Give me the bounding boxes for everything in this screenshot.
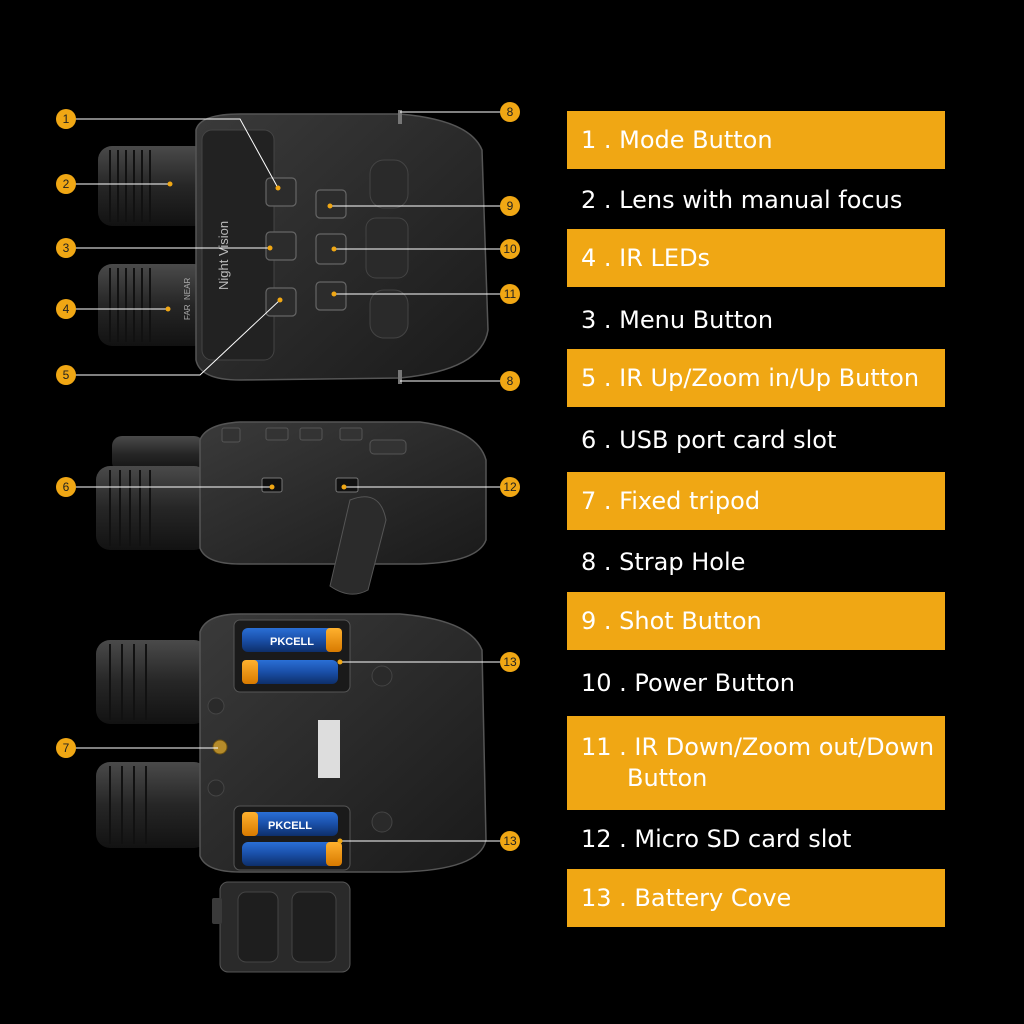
legend-item-mode-button: 1 . Mode Button — [567, 111, 945, 169]
callout-badge: 2 — [56, 174, 76, 194]
svg-text:4: 4 — [63, 302, 70, 316]
svg-text:5: 5 — [63, 368, 70, 382]
callout-badge: 13 — [500, 831, 520, 851]
label-sticker — [318, 720, 340, 778]
legend-text: 6 . USB port card slot — [581, 425, 837, 454]
legend-text: 4 . IR LEDs — [581, 243, 711, 272]
callout-badge: 5 — [56, 365, 76, 385]
mode-button — [265, 177, 297, 207]
svg-text:10: 10 — [503, 242, 517, 256]
legend-text-continued: Button — [627, 764, 708, 792]
legend-item-lens: 2 . Lens with manual focus — [567, 171, 945, 229]
side-view-device — [96, 421, 487, 595]
legend-item-ir-leds: 4 . IR LEDs — [567, 229, 945, 287]
brand-text: Night Vision — [216, 221, 231, 290]
legend-item-ir-down-button: 11 . IR Down/Zoom out/Down Button — [567, 716, 945, 810]
legend-text: 12 . Micro SD card slot — [581, 824, 852, 853]
svg-text:2: 2 — [63, 177, 70, 191]
legend-text: 10 . Power Button — [581, 668, 796, 697]
ir-down-button — [315, 281, 347, 311]
svg-text:1: 1 — [63, 112, 70, 126]
legend-item-usb-port: 6 . USB port card slot — [567, 411, 945, 469]
callout-badge: 13 — [500, 652, 520, 672]
battery: PKCELL — [242, 812, 338, 836]
bottom-view-device: PKCELL PKCELL — [96, 613, 487, 973]
battery — [242, 842, 342, 866]
legend-text: 13 . Battery Cove — [581, 883, 792, 912]
callout-badge: 9 — [500, 196, 520, 216]
focus-near-text: NEAR — [183, 278, 192, 300]
lower-lens — [98, 264, 208, 346]
svg-text:8: 8 — [507, 105, 514, 119]
battery-brand: PKCELL — [270, 636, 314, 648]
legend-text: 7 . Fixed tripod — [581, 486, 761, 515]
svg-text:7: 7 — [63, 741, 70, 755]
battery: PKCELL — [242, 628, 342, 652]
svg-text:13: 13 — [503, 655, 517, 669]
legend-text: 1 . Mode Button — [581, 125, 773, 154]
legend-text: 2 . Lens with manual focus — [581, 185, 903, 214]
leader-dots — [165, 181, 347, 844]
legend-text: 3 . Menu Button — [581, 305, 774, 334]
callout-badge: 6 — [56, 477, 76, 497]
top-view-device: Night Vision FAR NEAR — [98, 110, 489, 384]
callout-badge: 12 — [500, 477, 520, 497]
legend-item-shot-button: 9 . Shot Button — [567, 592, 945, 650]
legend-item-menu-button: 3 . Menu Button — [567, 291, 945, 349]
callout-badge: 11 — [500, 284, 520, 304]
legend-text: 9 . Shot Button — [581, 606, 762, 635]
legend-text: 8 . Strap Hole — [581, 547, 746, 576]
legend-item-power-button: 10 . Power Button — [567, 654, 945, 712]
svg-text:13: 13 — [503, 834, 517, 848]
callout-badges: 1 2 3 4 5 6 7 8 8 9 10 11 12 13 13 — [56, 102, 520, 851]
focus-far-text: FAR — [183, 304, 192, 320]
svg-text:8: 8 — [507, 374, 514, 388]
sd-card-slot — [335, 477, 359, 493]
svg-text:6: 6 — [63, 480, 70, 494]
callout-badge: 3 — [56, 238, 76, 258]
battery-brand: PKCELL — [268, 820, 312, 832]
leader-lines — [66, 111, 510, 842]
battery — [242, 660, 338, 684]
legend-item-ir-up-button: 5 . IR Up/Zoom in/Up Button — [567, 349, 945, 407]
legend-text: 5 . IR Up/Zoom in/Up Button — [581, 363, 920, 392]
callout-badge: 1 — [56, 109, 76, 129]
callout-badge: 4 — [56, 299, 76, 319]
callout-badge: 7 — [56, 738, 76, 758]
legend-item-battery-cove: 13 . Battery Cove — [567, 869, 945, 927]
tripod-mount — [212, 739, 228, 755]
callout-badge: 8 — [500, 102, 520, 122]
callout-badge: 10 — [500, 239, 520, 259]
svg-text:9: 9 — [507, 199, 514, 213]
svg-text:3: 3 — [63, 241, 70, 255]
svg-text:11: 11 — [504, 287, 517, 301]
legend-item-micro-sd-slot: 12 . Micro SD card slot — [567, 810, 945, 868]
legend-item-fixed-tripod: 7 . Fixed tripod — [567, 472, 945, 530]
callout-badge: 8 — [500, 371, 520, 391]
legend-text: 11 . IR Down/Zoom out/Down — [581, 733, 935, 761]
menu-button — [265, 231, 297, 261]
svg-text:12: 12 — [503, 480, 517, 494]
legend-item-strap-hole: 8 . Strap Hole — [567, 533, 945, 591]
upper-lens — [98, 146, 208, 226]
